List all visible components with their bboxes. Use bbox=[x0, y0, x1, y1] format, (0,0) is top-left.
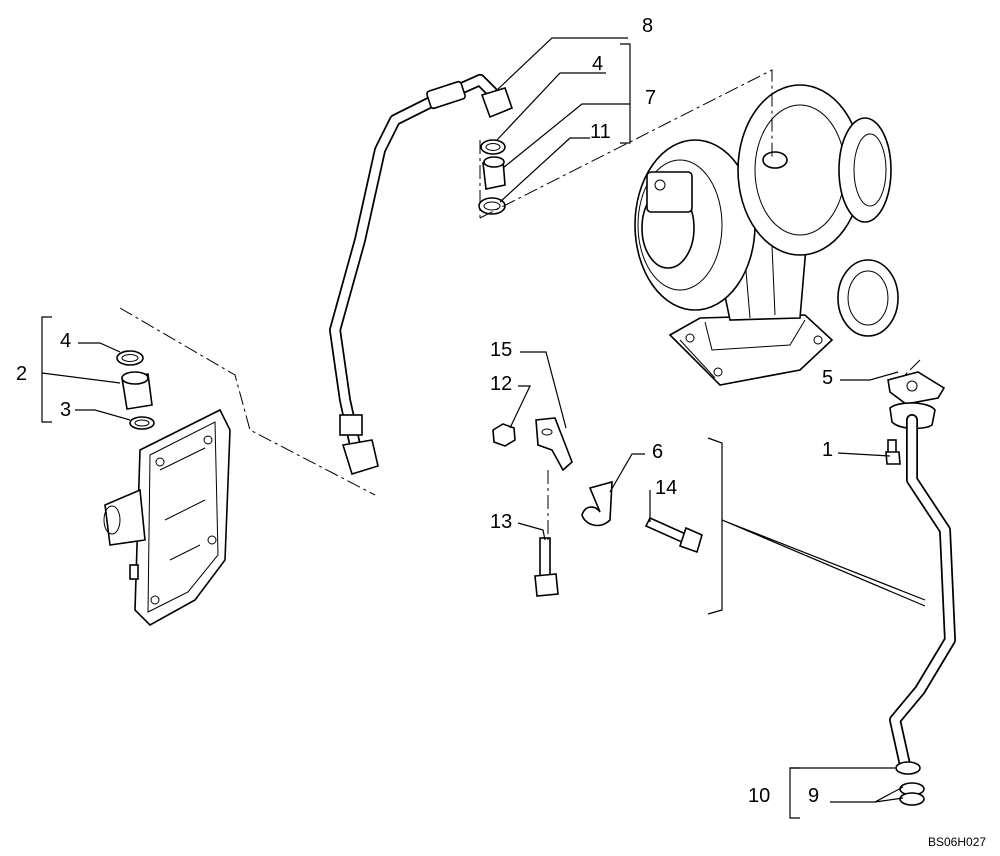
callout-11: 11 bbox=[590, 121, 611, 143]
filter-fitting-group bbox=[116, 350, 155, 430]
callout-12: 12 bbox=[490, 373, 512, 395]
callout-13: 13 bbox=[490, 511, 512, 533]
callout-5: 5 bbox=[822, 367, 833, 389]
inlet-fitting-group bbox=[478, 139, 506, 215]
callouts: 8 4 7 11 4 2 3 15 12 6 14 13 5 1 10 9 bbox=[16, 15, 833, 807]
filter-head-cover bbox=[103, 408, 231, 626]
callout-2: 2 bbox=[16, 363, 27, 385]
callout-8: 8 bbox=[642, 15, 653, 37]
callout-1: 1 bbox=[822, 439, 833, 461]
callout-4-top: 4 bbox=[592, 53, 603, 75]
callout-15: 15 bbox=[490, 339, 512, 361]
callout-7: 7 bbox=[645, 87, 656, 109]
oil-return-pipe bbox=[885, 371, 956, 806]
callout-4-left: 4 bbox=[60, 330, 71, 352]
turbocharger bbox=[634, 84, 899, 386]
callout-9: 9 bbox=[808, 785, 819, 807]
bracket-hardware bbox=[492, 417, 703, 597]
callout-3: 3 bbox=[60, 399, 71, 421]
drawing-code: BS06H027 bbox=[928, 835, 986, 849]
assembly-lines bbox=[119, 69, 921, 540]
callout-10: 10 bbox=[748, 785, 770, 807]
leader-lines bbox=[41, 37, 926, 819]
oil-inlet-pipe bbox=[329, 74, 514, 475]
callout-6: 6 bbox=[652, 441, 663, 463]
callout-14: 14 bbox=[655, 477, 677, 499]
